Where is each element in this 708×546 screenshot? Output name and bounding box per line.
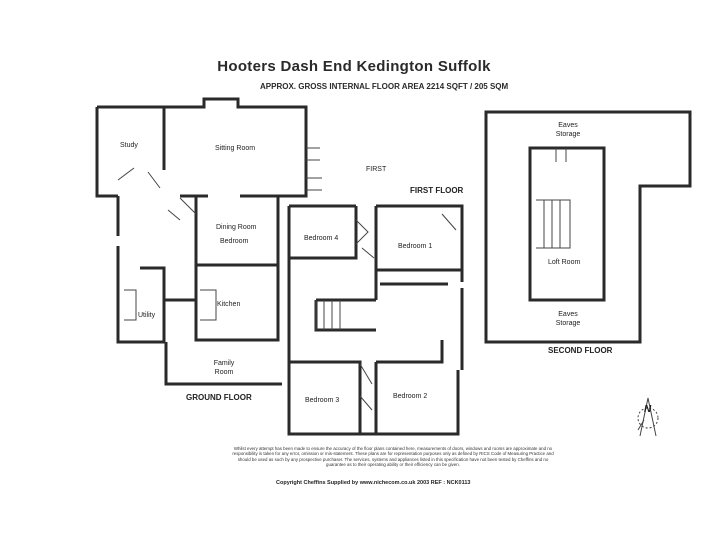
copyright-line: Copyright Cheffins Supplied by www.niche… <box>276 480 471 486</box>
room-bedroom-4: Bedroom 4 <box>304 235 339 242</box>
second-floor-label: SECOND FLOOR <box>548 346 613 355</box>
room-sitting-room: Sitting Room <box>215 145 256 152</box>
compass-north-label: N <box>644 404 652 415</box>
room-bedroom: Bedroom <box>220 238 249 245</box>
room-bedroom-2: Bedroom 2 <box>393 393 428 400</box>
room-bedroom-3: Bedroom 3 <box>305 397 340 404</box>
room-kitchen: Kitchen <box>217 301 241 308</box>
disclaimer-text: Whilst every attempt has been made to en… <box>232 446 554 468</box>
room-eaves-storage-top: Eaves Storage <box>555 122 581 138</box>
page-title: Hooters Dash End Kedington Suffolk <box>217 58 491 75</box>
room-study: Study <box>120 142 138 149</box>
second-floor-walls <box>484 110 692 344</box>
ground-floor-label: GROUND FLOOR <box>186 393 252 402</box>
ground-floor-walls <box>95 97 308 386</box>
room-dining-room: Dining Room <box>216 224 257 231</box>
compass-arrow-icon <box>637 397 659 437</box>
room-eaves-storage-bottom: Eaves Storage <box>555 311 581 327</box>
room-utility: Utility <box>138 312 156 319</box>
floor-area-subtitle: APPROX. GROSS INTERNAL FLOOR AREA 2214 S… <box>260 82 509 91</box>
room-family-room: Family Room <box>213 360 235 376</box>
room-bedroom-1: Bedroom 1 <box>398 243 433 250</box>
first-floor-label: FIRST FLOOR <box>410 186 464 195</box>
room-loft-room: Loft Room <box>548 259 581 266</box>
first-floor-label-alt: FIRST <box>366 166 387 173</box>
